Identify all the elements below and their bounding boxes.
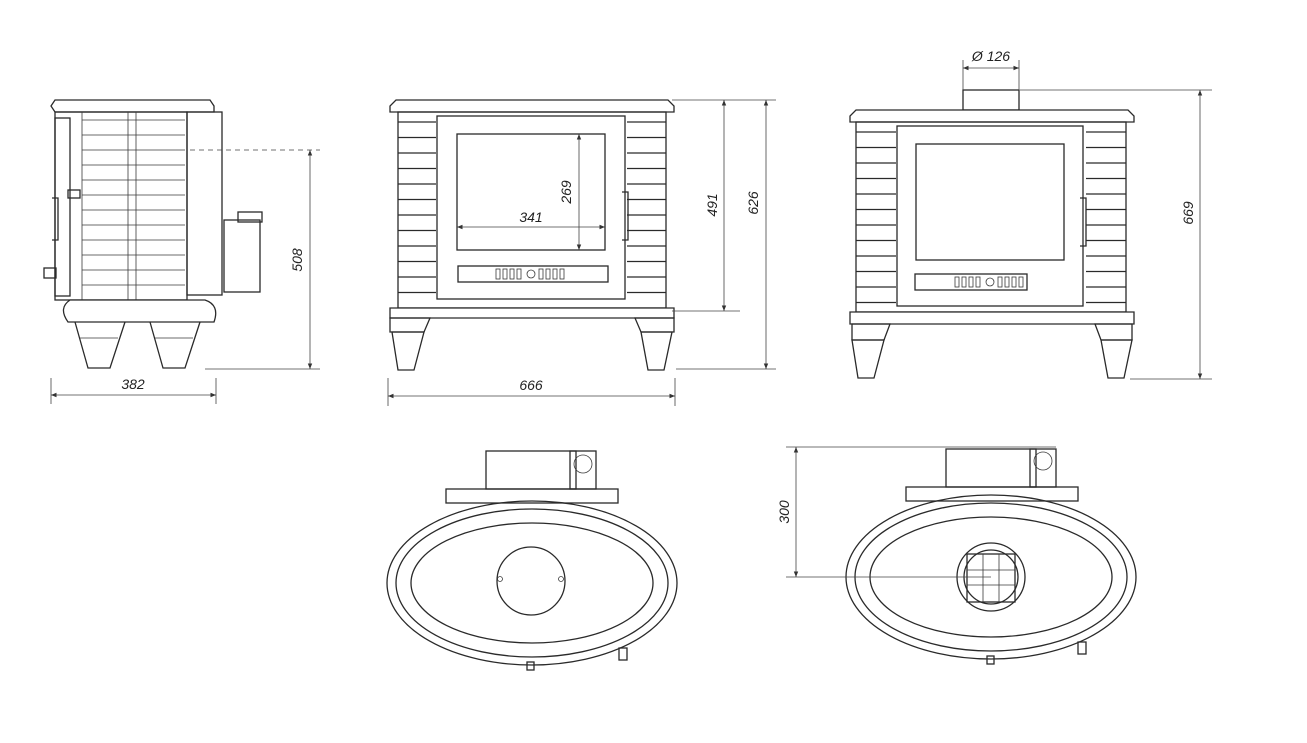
vent-slot bbox=[1011, 276, 1017, 288]
dim-top-depth: 300 bbox=[776, 500, 792, 524]
vent-slot bbox=[509, 268, 515, 280]
front-view bbox=[389, 99, 675, 371]
vent-slot bbox=[495, 268, 501, 280]
dim-side-height: 508 bbox=[289, 248, 305, 272]
vent-slot bbox=[975, 276, 981, 288]
vent-slot bbox=[552, 268, 558, 280]
dim-window-width: 341 bbox=[519, 209, 542, 225]
dim-front-height: 626 bbox=[745, 191, 761, 215]
dim-window-height: 269 bbox=[558, 180, 574, 205]
side-view bbox=[43, 99, 263, 369]
vent-slot bbox=[538, 268, 544, 280]
top-view-flue bbox=[845, 448, 1137, 665]
dim-rear-height: 669 bbox=[1180, 201, 1196, 225]
dim-door-height: 491 bbox=[704, 193, 720, 216]
vent-slot bbox=[502, 268, 508, 280]
vent-slot bbox=[516, 268, 522, 280]
dim-side-width: 382 bbox=[121, 376, 145, 392]
vent-slot bbox=[968, 276, 974, 288]
dimensions: 382 508 666 341 269 491 626 Ø 126 bbox=[50, 48, 1212, 578]
vent-slot bbox=[559, 268, 565, 280]
top-view-plate bbox=[386, 450, 678, 671]
vent-slot bbox=[1018, 276, 1024, 288]
vent-slot bbox=[997, 276, 1003, 288]
vent-slot bbox=[1004, 276, 1010, 288]
dim-flue-diameter: Ø 126 bbox=[971, 48, 1010, 64]
vent-slot bbox=[954, 276, 960, 288]
vent-slot bbox=[961, 276, 967, 288]
rear-view bbox=[849, 89, 1135, 379]
dim-front-width: 666 bbox=[519, 377, 543, 393]
vent-slot bbox=[545, 268, 551, 280]
